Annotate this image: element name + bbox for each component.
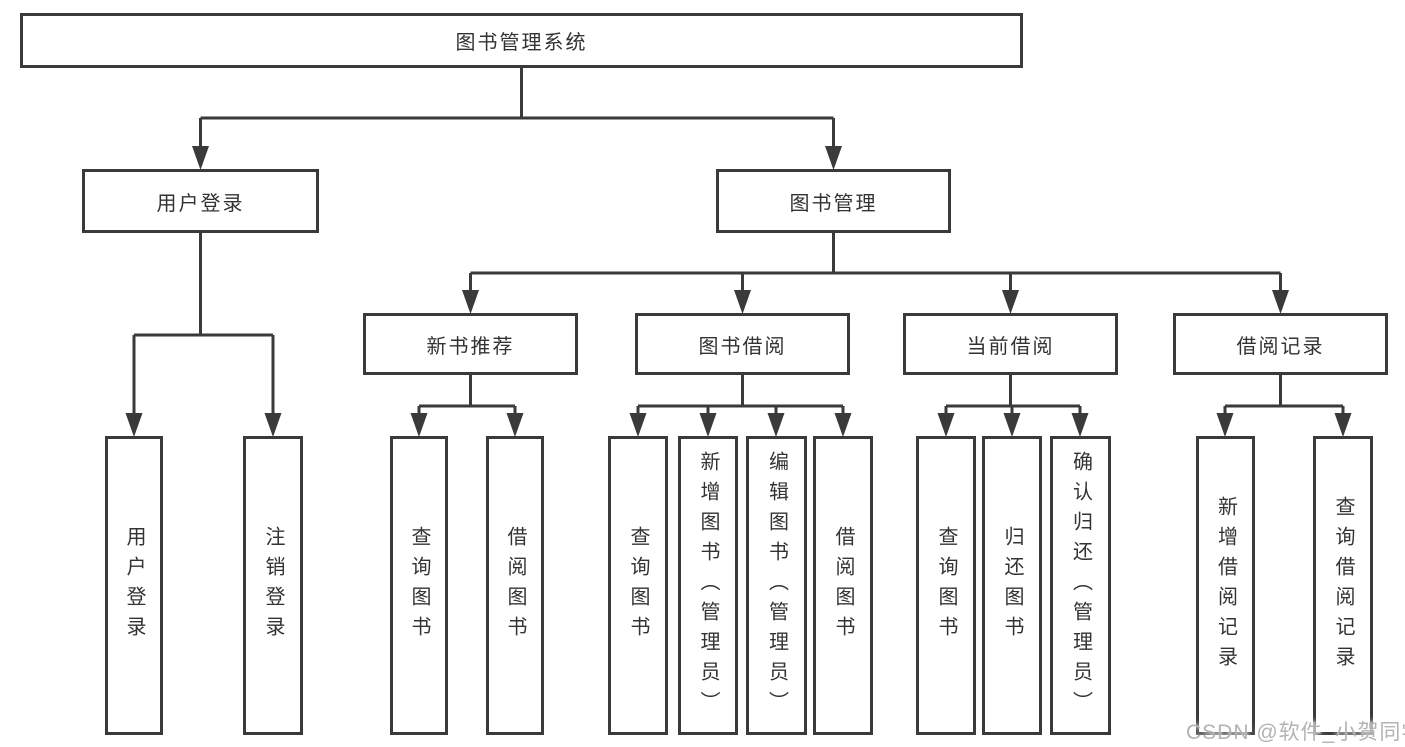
arrowheads-borrow-records-leaves	[1216, 413, 1352, 437]
connector-current-borrow-group	[944, 375, 1082, 416]
arrowheads-current-borrow-leaves	[937, 413, 1089, 437]
arrowheads-book-borrow-leaves	[629, 413, 852, 437]
connector-book-borrow-group	[636, 375, 845, 416]
node-book-borrow: 图书借阅	[635, 313, 850, 375]
arrowheads-level2	[192, 146, 842, 170]
arrowheads-new-book-leaves	[410, 413, 524, 437]
node-current-borrow: 当前借阅	[903, 313, 1118, 375]
leaf-edit-books-admin: 编辑图书（管理员）	[746, 436, 807, 735]
node-new-book-recommend: 新书推荐	[363, 313, 578, 375]
leaf-add-borrow-record: 新增借阅记录	[1196, 436, 1255, 735]
node-book-management-branch: 图书管理	[716, 169, 951, 233]
leaf-user-login: 用户登录	[105, 436, 163, 735]
arrowheads-user-login-leaves	[125, 413, 282, 437]
leaf-confirm-return-admin: 确认归还（管理员）	[1050, 436, 1111, 735]
leaf-query-books-recommend: 查询图书	[390, 436, 448, 735]
leaf-borrow-books-recommend: 借阅图书	[486, 436, 544, 735]
connector-new-book-group	[417, 375, 517, 416]
leaf-borrow-books: 借阅图书	[813, 436, 873, 735]
leaf-logout: 注销登录	[243, 436, 303, 735]
leaf-query-books-current: 查询图书	[916, 436, 976, 735]
node-user-login-branch: 用户登录	[82, 169, 319, 233]
connector-user-login-branch	[132, 233, 275, 416]
csdn-watermark: CSDN @软件_小贺同学	[1186, 721, 1405, 744]
leaf-add-books-admin: 新增图书（管理员）	[678, 436, 738, 735]
node-root: 图书管理系统	[20, 13, 1023, 68]
arrowheads-level3	[462, 290, 1289, 314]
connector-book-management-branch	[469, 233, 1282, 294]
leaf-query-books-borrow: 查询图书	[608, 436, 668, 735]
node-borrow-records: 借阅记录	[1173, 313, 1388, 375]
connector-root-to-branches	[199, 68, 835, 150]
leaf-query-borrow-record: 查询借阅记录	[1313, 436, 1373, 735]
leaf-return-books: 归还图书	[982, 436, 1042, 735]
connector-borrow-records-group	[1223, 375, 1345, 416]
